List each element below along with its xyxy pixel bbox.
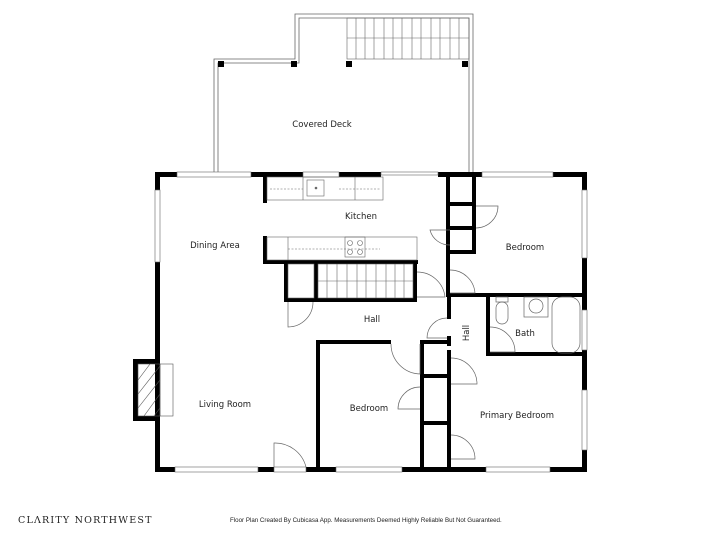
room-label-covered-deck: Covered Deck xyxy=(292,120,351,130)
fireplace xyxy=(137,363,174,417)
room-label-bath: Bath xyxy=(515,329,535,339)
deck-posts xyxy=(218,61,468,67)
exterior-walls xyxy=(133,172,587,472)
hall-side-walls xyxy=(447,297,451,319)
room-label-dining-area: Dining Area xyxy=(190,241,240,251)
room-label-bedroom-center: Bedroom xyxy=(350,404,388,414)
interior-walls xyxy=(263,177,587,470)
interior-stairs xyxy=(287,263,414,299)
room-label-bedroom-ne: Bedroom xyxy=(506,243,544,253)
brand-logo: CLΛRITY NORTHWEST xyxy=(18,515,153,526)
deck-stairs xyxy=(346,17,470,60)
room-label-primary-bedroom: Primary Bedroom xyxy=(480,411,554,421)
room-label-hall-main: Hall xyxy=(364,315,380,325)
windows xyxy=(154,171,588,473)
kitchen-fixtures xyxy=(266,176,418,261)
room-label-living-room: Living Room xyxy=(199,400,251,410)
room-label-hall-side: Hall xyxy=(462,325,472,341)
disclaimer-text: Floor Plan Created By Cubicasa App. Meas… xyxy=(230,517,502,524)
doors[interactable] xyxy=(273,205,516,468)
room-label-kitchen: Kitchen xyxy=(345,212,377,222)
bath-fixtures xyxy=(495,296,581,354)
